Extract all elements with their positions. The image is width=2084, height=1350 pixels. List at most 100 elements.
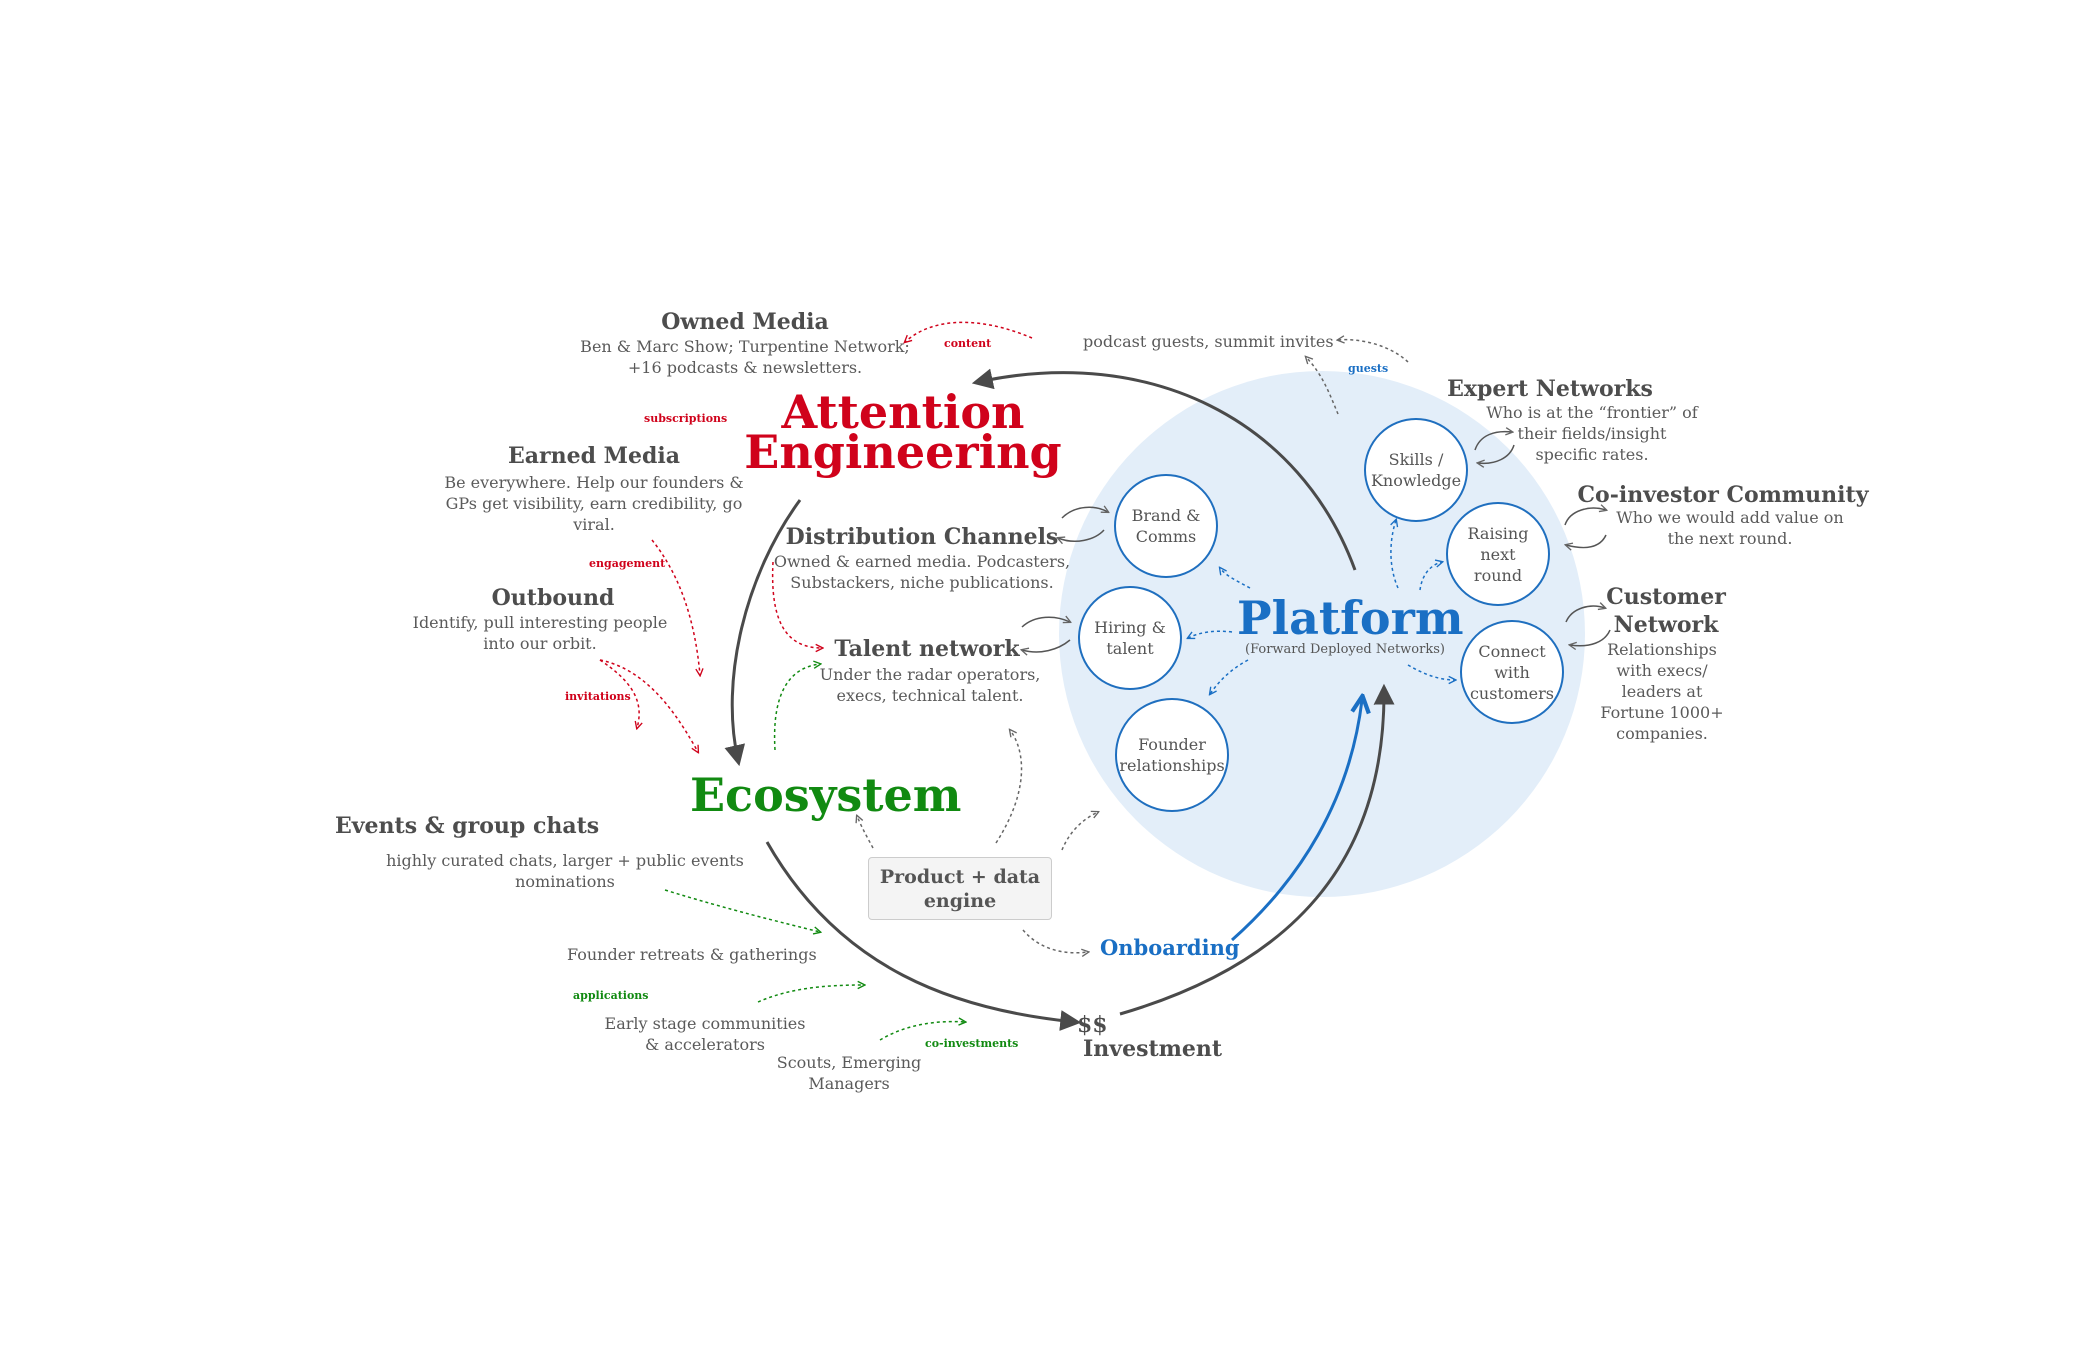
onboarding-label: Onboarding [1100, 935, 1240, 960]
hiring-talent-line-1: Hiring & [1094, 618, 1166, 637]
skills-knowledge-node: Skills / Knowledge [1364, 418, 1468, 522]
owned-media-title: Owned Media [661, 309, 829, 335]
product-engine-line-1: Product + data [879, 865, 1041, 888]
events-desc-2: nominations [515, 872, 615, 891]
customer-network-title-2: Network [1613, 612, 1719, 638]
platform-to-founder-arrow [1210, 659, 1249, 694]
events-desc-1: highly curated chats, larger + public ev… [386, 851, 744, 870]
engine-to-founder-arrow [1061, 812, 1098, 851]
raising-line-1: Raising next [1467, 523, 1529, 564]
outbound-desc-2: into our orbit. [483, 634, 597, 653]
early-stage-line-2: & accelerators [645, 1035, 765, 1054]
customer-network-desc-1: Relationships [1607, 640, 1717, 659]
applications-arrow [757, 985, 864, 1003]
talent-network-desc-1: Under the radar operators, [819, 665, 1041, 684]
founder-retreats-text: Founder retreats & gatherings [567, 945, 817, 964]
product-engine-line-2: engine [923, 889, 997, 912]
talent-network-title: Talent network [834, 636, 1020, 662]
podcast-guests-text: podcast guests, summit invites [1083, 332, 1334, 351]
hiring-talent-node: Hiring & talent [1078, 586, 1182, 690]
connect-out-arrow [1565, 606, 1605, 623]
earned-media-desc-2: GPs get visibility, earn credibility, go [445, 494, 743, 513]
hiring-out-arrow [1022, 639, 1071, 652]
founder-line-2: relationships [1119, 756, 1225, 775]
raising-in-arrow [1566, 534, 1607, 548]
platform-to-guests-arrow [1306, 357, 1339, 415]
earned-media-desc-3: viral. [573, 515, 615, 534]
applications-label: applications [573, 989, 649, 1002]
customer-network-desc-3: leaders at [1621, 682, 1703, 701]
skills-line-1: Skills / [1388, 450, 1444, 469]
skills-out-arrow [1474, 432, 1512, 451]
early-stage-line-1: Early stage communities [604, 1014, 806, 1033]
brand-comms-line-1: Brand & [1131, 506, 1201, 525]
customer-network-desc-5: companies. [1616, 724, 1708, 743]
engine-to-ecosystem-arrow [857, 816, 874, 849]
guests-arrow [1338, 340, 1409, 363]
engine-to-talent-arrow [995, 730, 1023, 844]
coinvestor-desc-2: the next round. [1667, 529, 1793, 548]
earned-media-desc-1: Be everywhere. Help our founders & [444, 473, 744, 492]
customer-network-desc-2: with execs/ [1616, 661, 1708, 680]
content-label: content [944, 337, 992, 350]
raising-line-2: round [1473, 565, 1523, 585]
brand-out-arrow [1058, 529, 1105, 541]
engine-to-onboarding-arrow [1022, 929, 1088, 953]
brand-comms-node: Brand & Comms [1114, 474, 1218, 578]
platform-to-attention-arrow [971, 368, 1357, 571]
owned-media-desc-2: +16 podcasts & newsletters. [627, 358, 863, 377]
talent-network-desc-2: execs, technical talent. [836, 686, 1024, 705]
attention-to-ecosystem-arrow [724, 499, 802, 767]
expert-networks-desc-2: their fields/insight [1517, 424, 1667, 443]
customer-network-desc-4: Fortune 1000+ [1600, 703, 1724, 722]
investment-to-platform-arrow [1119, 683, 1395, 1016]
distribution-channels-title: Distribution Channels [785, 524, 1059, 550]
outbound-title: Outbound [491, 585, 615, 611]
connect-line-2: customers [1469, 683, 1555, 703]
connect-in-arrow [1570, 629, 1611, 646]
founder-line-1: Founder [1138, 735, 1206, 754]
co-investments-arrow [879, 1022, 965, 1041]
brand-in-arrow [1061, 507, 1108, 519]
skills-line-2: Knowledge [1370, 471, 1462, 490]
raising-out-arrow [1564, 508, 1606, 526]
ecosystem-to-investment-arrow [765, 841, 1082, 1031]
hiring-in-arrow [1021, 617, 1070, 628]
expert-networks-title: Expert Networks [1447, 376, 1653, 402]
scouts-line-2: Managers [808, 1074, 890, 1093]
skills-in-arrow [1478, 444, 1515, 463]
distribution-channels-desc-2: Substackers, niche publications. [790, 573, 1054, 592]
subscriptions-label: subscriptions [644, 412, 728, 425]
expert-networks-desc-1: Who is at the “frontier” of [1486, 403, 1698, 422]
events-group-chats-title: Events & group chats [335, 813, 600, 839]
guests-label: guests [1348, 362, 1389, 375]
hiring-talent-line-2: talent [1106, 639, 1154, 658]
distribution-channels-desc-1: Owned & earned media. Podcasters, [773, 552, 1071, 571]
ecosystem-to-talent-arrow [773, 664, 820, 751]
content-arrow [905, 321, 1033, 342]
product-data-engine-box: Product + data engine [868, 857, 1052, 920]
engagement-arrow [651, 539, 700, 675]
coinvestor-desc-1: Who we would add value on [1616, 508, 1844, 527]
coinvestor-title: Co-investor Community [1577, 482, 1869, 508]
brand-comms-line-2: Comms [1135, 527, 1197, 546]
investment-label: Investment [1083, 1036, 1223, 1062]
co-investments-label: co-investments [925, 1037, 1019, 1050]
ecosystem-hub: Ecosystem [690, 768, 962, 822]
outbound-to-ecosystem-arrow [599, 659, 698, 752]
scouts-line-1: Scouts, Emerging [776, 1053, 922, 1072]
expert-networks-desc-3: specific rates. [1535, 445, 1649, 464]
platform-subtitle: (Forward Deployed Networks) [1245, 642, 1445, 657]
engagement-label: engagement [589, 557, 666, 570]
founder-relationships-node: Founder relationships [1115, 698, 1229, 812]
events-to-retreats-arrow [664, 889, 820, 932]
onboarding-arrow [1231, 700, 1362, 942]
invitations-label: invitations [565, 690, 631, 703]
investment-dollars: $$ [1077, 1012, 1108, 1038]
customer-network-title-1: Customer [1606, 584, 1726, 610]
attention-engineering-hub: Attention Engineering [744, 385, 1062, 479]
